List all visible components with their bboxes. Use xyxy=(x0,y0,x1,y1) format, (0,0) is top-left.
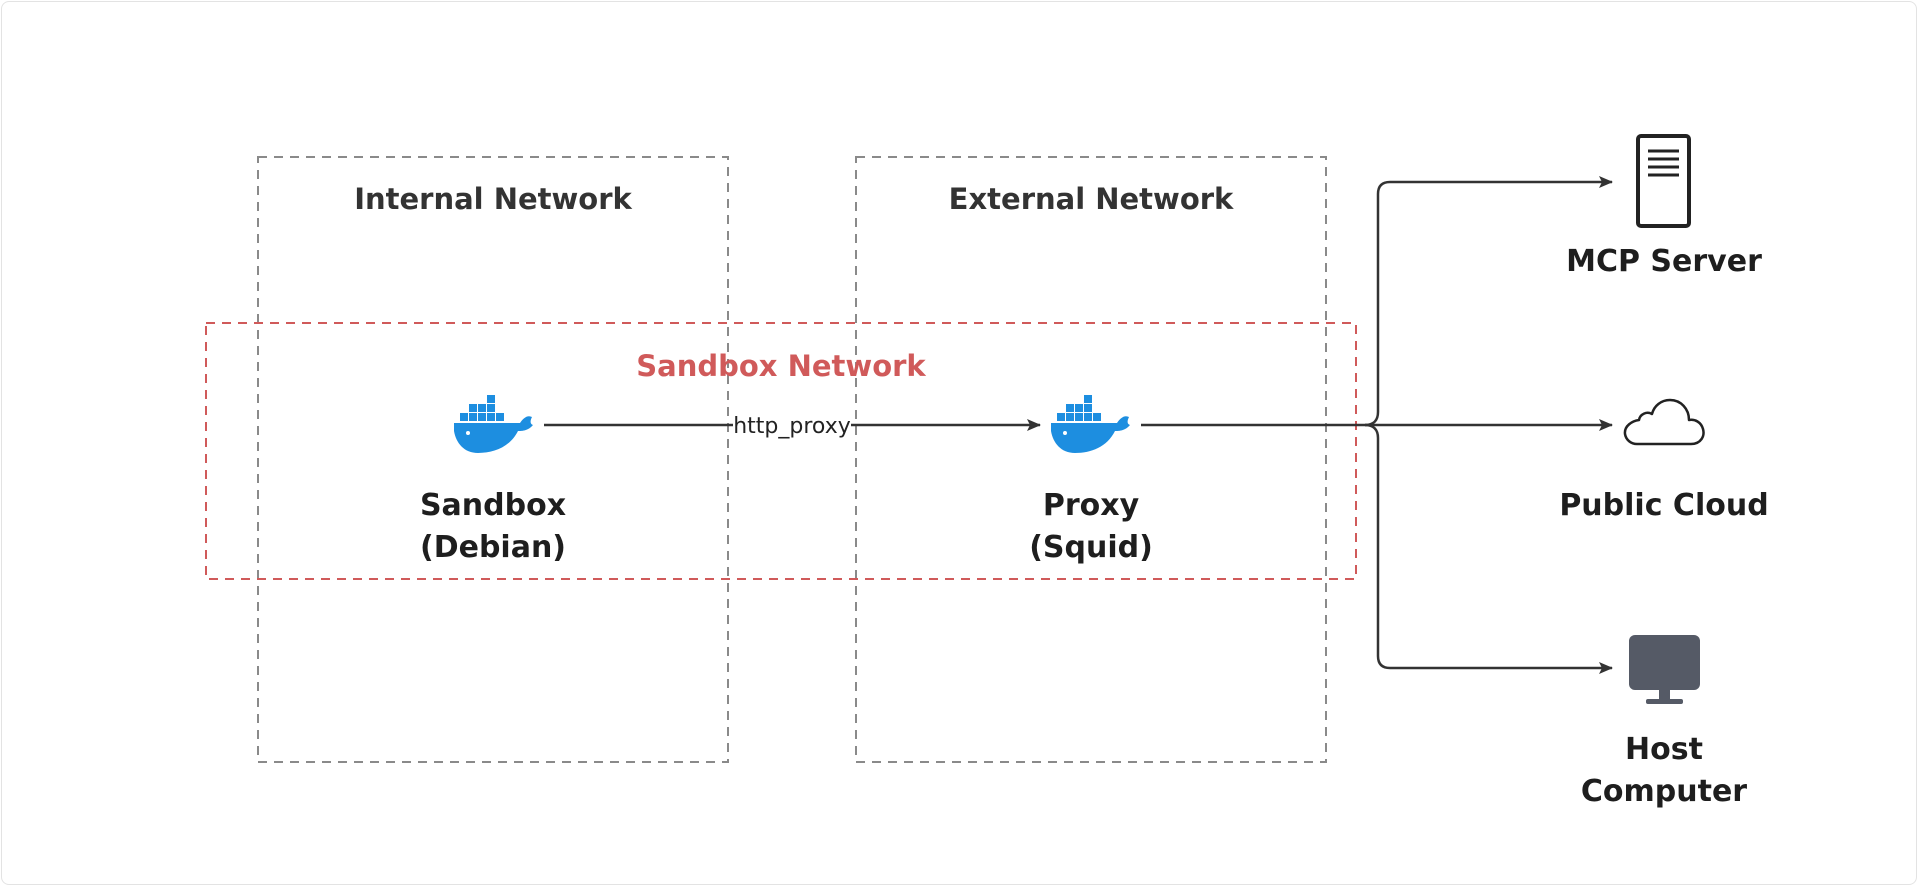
server-icon xyxy=(1636,134,1691,228)
internal-network-zone xyxy=(257,156,729,763)
proxy-node-sublabel: (Squid) xyxy=(1029,530,1153,565)
internal-network-label: Internal Network xyxy=(354,182,632,216)
sandbox-network-label: Sandbox Network xyxy=(636,349,926,383)
cloud-icon xyxy=(1623,398,1705,446)
edge-label-http-proxy: http_proxy xyxy=(733,414,851,439)
host-computer-sublabel: Computer xyxy=(1581,774,1747,809)
sandbox-docker-icon xyxy=(454,395,533,453)
external-network-label: External Network xyxy=(949,182,1234,216)
external-network-zone xyxy=(855,156,1327,763)
host-computer-label: Host xyxy=(1625,732,1703,767)
proxy-node-label: Proxy xyxy=(1043,488,1140,523)
proxy-docker-icon xyxy=(1051,395,1130,453)
edge-label-bg xyxy=(733,410,851,440)
public-cloud-label: Public Cloud xyxy=(1559,488,1768,523)
monitor-icon xyxy=(1629,635,1700,704)
edge-proxy-to-host xyxy=(1364,423,1613,674)
sandbox-node-sublabel: (Debian) xyxy=(420,530,566,565)
mcp-server-label: MCP Server xyxy=(1566,244,1762,279)
edge-proxy-to-mcp xyxy=(1364,176,1613,427)
sandbox-node-label: Sandbox xyxy=(420,488,566,523)
